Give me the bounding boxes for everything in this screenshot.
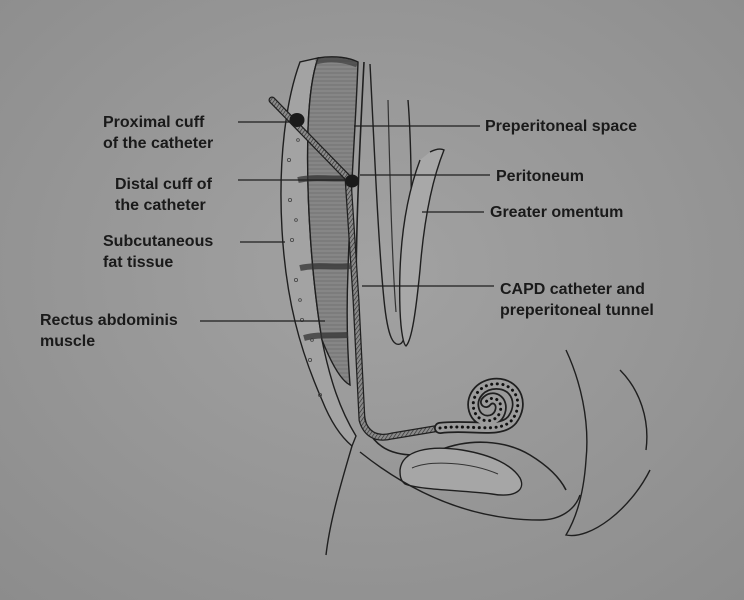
pubic-bone-outline — [564, 349, 651, 537]
label-proximal-cuff-line1: Proximal cuff — [103, 114, 205, 131]
rectus-abdominis-muscle — [306, 56, 359, 387]
bowel-outline — [399, 447, 523, 496]
label-rectus-line1: Rectus abdominis — [40, 312, 178, 329]
leader-lines — [200, 121, 494, 322]
label-distal-cuff: Distal cuff of the catheter — [115, 174, 212, 216]
fold-inner-line — [387, 99, 397, 313]
catheter-tip-holes — [438, 382, 520, 430]
distal-cuff — [345, 174, 359, 188]
abdominal-wall-lower — [325, 445, 353, 556]
label-capd: CAPD catheter and preperitoneal tunnel — [500, 279, 654, 321]
label-preperitoneal-space: Preperitoneal space — [485, 118, 638, 135]
label-capd-line2: preperitoneal tunnel — [500, 302, 654, 319]
label-subcutaneous-line1: Subcutaneous — [103, 233, 214, 250]
proximal-cuff — [289, 113, 305, 127]
label-rectus: Rectus abdominis muscle — [40, 310, 178, 352]
label-rectus-line2: muscle — [40, 333, 96, 350]
pelvic-outline — [359, 451, 581, 521]
label-greater-omentum: Greater omentum — [490, 204, 624, 221]
catheter-upper-fill — [269, 97, 443, 440]
label-peritoneum: Peritoneum — [496, 168, 585, 185]
label-proximal-cuff: Proximal cuff of the catheter — [103, 112, 213, 154]
bowel-inner-line — [411, 462, 499, 475]
label-capd-line1: CAPD catheter and — [500, 281, 645, 298]
capd-catheter — [268, 96, 524, 441]
label-proximal-cuff-line2: of the catheter — [103, 135, 214, 152]
pelvic-curve-right — [619, 369, 648, 451]
muscle-top-edge — [315, 57, 358, 68]
greater-omentum-outline — [398, 148, 445, 347]
label-distal-cuff-line2: the catheter — [115, 197, 206, 214]
label-distal-cuff-line1: Distal cuff of — [115, 176, 212, 193]
label-subcutaneous: Subcutaneous fat tissue — [103, 231, 213, 273]
label-subcutaneous-line2: fat tissue — [103, 254, 174, 271]
